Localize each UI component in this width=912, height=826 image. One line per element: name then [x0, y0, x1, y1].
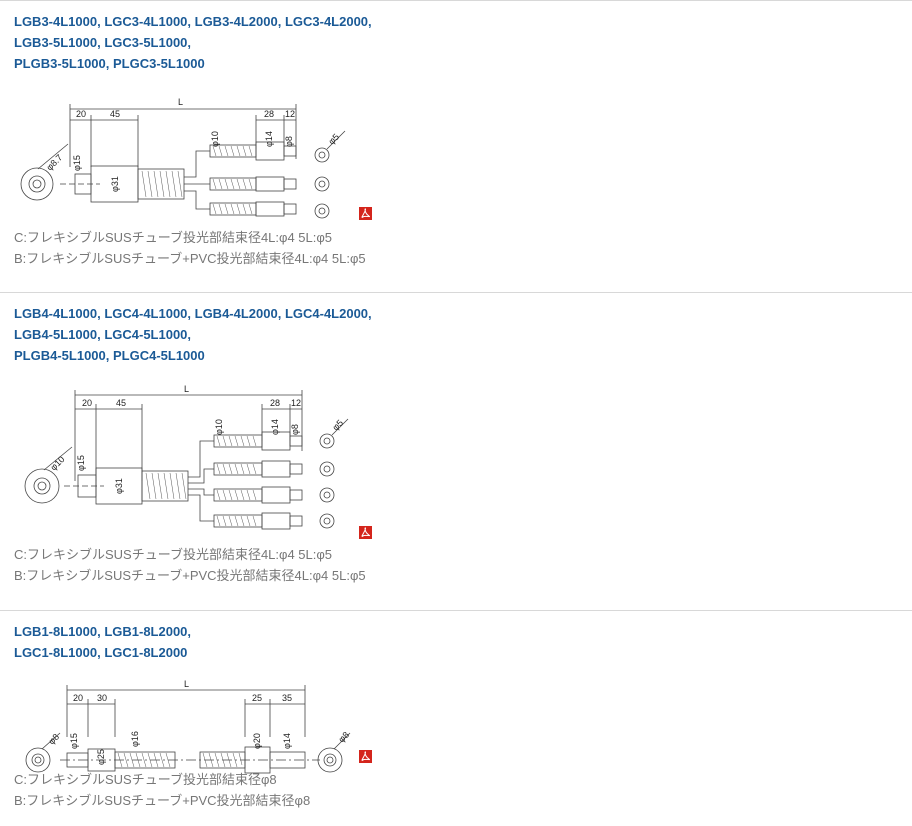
dim-phi-end: φ8 — [336, 730, 351, 745]
dim-phi-b: φ31 — [114, 478, 124, 494]
note-line: C:フレキシブルSUSチューブ投光部結束径4L:φ4 5L:φ5 — [14, 547, 333, 562]
dim-phi-c: φ10 — [210, 131, 220, 147]
dim-phi-a: φ15 — [76, 455, 86, 471]
dim-phi-e: φ8 — [290, 424, 300, 435]
dim-phi-d: φ20 — [252, 733, 262, 749]
dim-phi-end: φ5 — [326, 132, 341, 147]
dim-d1: 20 — [76, 109, 86, 119]
dim-phi-d: φ14 — [264, 131, 274, 147]
product-title[interactable]: LGB4-4L1000, LGC4-4L1000, LGB4-4L2000, L… — [14, 303, 372, 366]
dim-phi-e: φ8 — [284, 136, 294, 147]
dim-d3: 28 — [264, 109, 274, 119]
dim-d4: 12 — [291, 398, 301, 408]
title-line[interactable]: LGB3-4L1000, LGC3-4L1000, LGB3-4L2000, L… — [14, 14, 372, 29]
title-line[interactable]: LGB1-8L1000, LGB1-8L2000, — [14, 624, 192, 639]
product-title[interactable]: LGB1-8L1000, LGB1-8L2000, LGC1-8L1000, L… — [14, 621, 191, 663]
note: C:フレキシブルSUSチューブ投光部結束径4L:φ4 5L:φ5 B:フレキシブ… — [14, 544, 366, 586]
dim-d3: 25 — [252, 693, 262, 703]
note-line: C:フレキシブルSUSチューブ投光部結束径4L:φ4 5L:φ5 — [14, 230, 333, 245]
dim-phi-b: φ25 — [96, 749, 106, 765]
dim-phi-head: φ10 — [48, 454, 66, 472]
dim-d2: 45 — [110, 109, 120, 119]
dimension-drawing: L 20 45 28 12 φ10 φ15 φ31 φ10 φ14 φ8 φ5 — [24, 384, 349, 530]
title-line[interactable]: PLGB4-5L1000, PLGC4-5L1000 — [14, 348, 205, 363]
dim-L: L — [184, 384, 189, 394]
dim-phi-a: φ15 — [69, 733, 79, 749]
dim-phi-c: φ16 — [130, 731, 140, 747]
dim-d4: 35 — [282, 693, 292, 703]
product-section-3: LGB1-8L1000, LGB1-8L2000, LGC1-8L1000, L… — [0, 610, 912, 826]
dim-d1: 20 — [82, 398, 92, 408]
pdf-icon[interactable] — [359, 207, 372, 220]
note-line: C:フレキシブルSUSチューブ投光部結束径φ8 — [14, 772, 277, 787]
pdf-icon[interactable] — [359, 526, 372, 539]
product-title[interactable]: LGB3-4L1000, LGC3-4L1000, LGB3-4L2000, L… — [14, 11, 372, 74]
note-line: B:フレキシブルSUSチューブ+PVC投光部結束径φ8 — [14, 793, 311, 808]
title-line[interactable]: LGB4-4L1000, LGC4-4L1000, LGB4-4L2000, L… — [14, 306, 372, 321]
dim-phi-end: φ5 — [330, 418, 345, 433]
dim-d2: 30 — [97, 693, 107, 703]
dim-L: L — [184, 679, 189, 689]
product-section-2: LGB4-4L1000, LGC4-4L1000, LGB4-4L2000, L… — [0, 292, 912, 610]
dim-phi-e: φ14 — [282, 733, 292, 749]
dim-L: L — [178, 97, 183, 107]
note: C:フレキシブルSUSチューブ投光部結束径4L:φ4 5L:φ5 B:フレキシブ… — [14, 227, 366, 269]
dimension-drawing: L 20 45 28 12 φ8.7 φ15 φ31 φ10 φ14 φ8 φ5 — [20, 97, 346, 219]
dim-phi-c: φ10 — [214, 419, 224, 435]
dim-d2: 45 — [116, 398, 126, 408]
title-line[interactable]: LGC1-8L1000, LGC1-8L2000 — [14, 645, 188, 660]
dimension-drawing: L 20 30 25 35 φ8 φ15 φ25 φ16 φ20 φ14 φ8 — [25, 679, 351, 774]
dim-d4: 12 — [285, 109, 295, 119]
dim-d3: 28 — [270, 398, 280, 408]
title-line[interactable]: LGB4-5L1000, LGC4-5L1000, — [14, 327, 192, 342]
dim-phi-d: φ14 — [270, 419, 280, 435]
note: C:フレキシブルSUSチューブ投光部結束径φ8 B:フレキシブルSUSチューブ+… — [14, 769, 310, 811]
product-section-1: LGB3-4L1000, LGC3-4L1000, LGB3-4L2000, L… — [0, 0, 912, 292]
title-line[interactable]: LGB3-5L1000, LGC3-5L1000, — [14, 35, 192, 50]
dim-phi-head: φ8.7 — [44, 152, 64, 172]
note-line: B:フレキシブルSUSチューブ+PVC投光部結束径4L:φ4 5L:φ5 — [14, 568, 366, 583]
dim-phi-b: φ31 — [110, 176, 120, 192]
pdf-icon[interactable] — [359, 750, 372, 763]
title-line[interactable]: PLGB3-5L1000, PLGC3-5L1000 — [14, 56, 205, 71]
dim-phi-a: φ15 — [72, 155, 82, 171]
note-line: B:フレキシブルSUSチューブ+PVC投光部結束径4L:φ4 5L:φ5 — [14, 251, 366, 266]
dim-d1: 20 — [73, 693, 83, 703]
